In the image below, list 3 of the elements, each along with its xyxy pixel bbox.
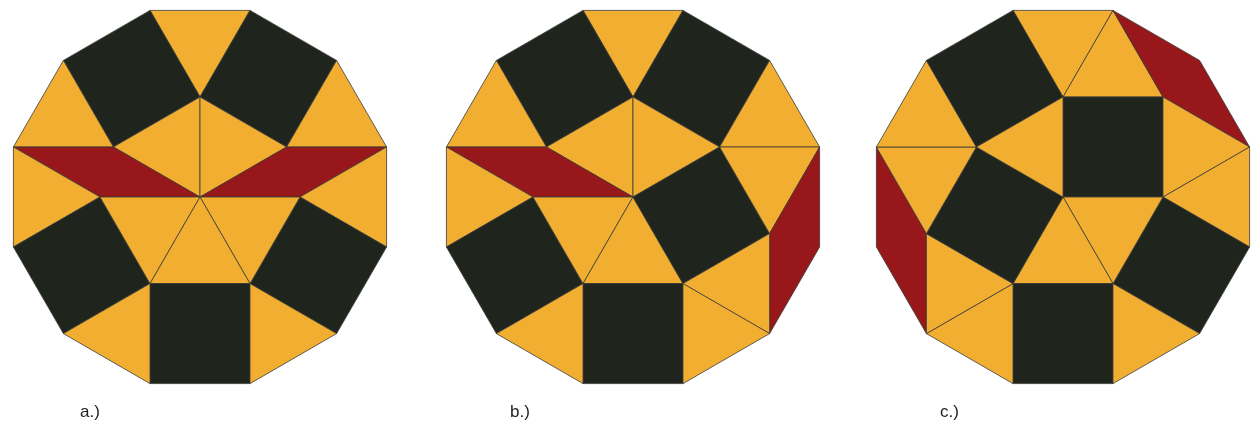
panel-label: b.) bbox=[510, 402, 530, 422]
panel-label: c.) bbox=[940, 402, 959, 422]
panel-label: a.) bbox=[80, 402, 100, 422]
